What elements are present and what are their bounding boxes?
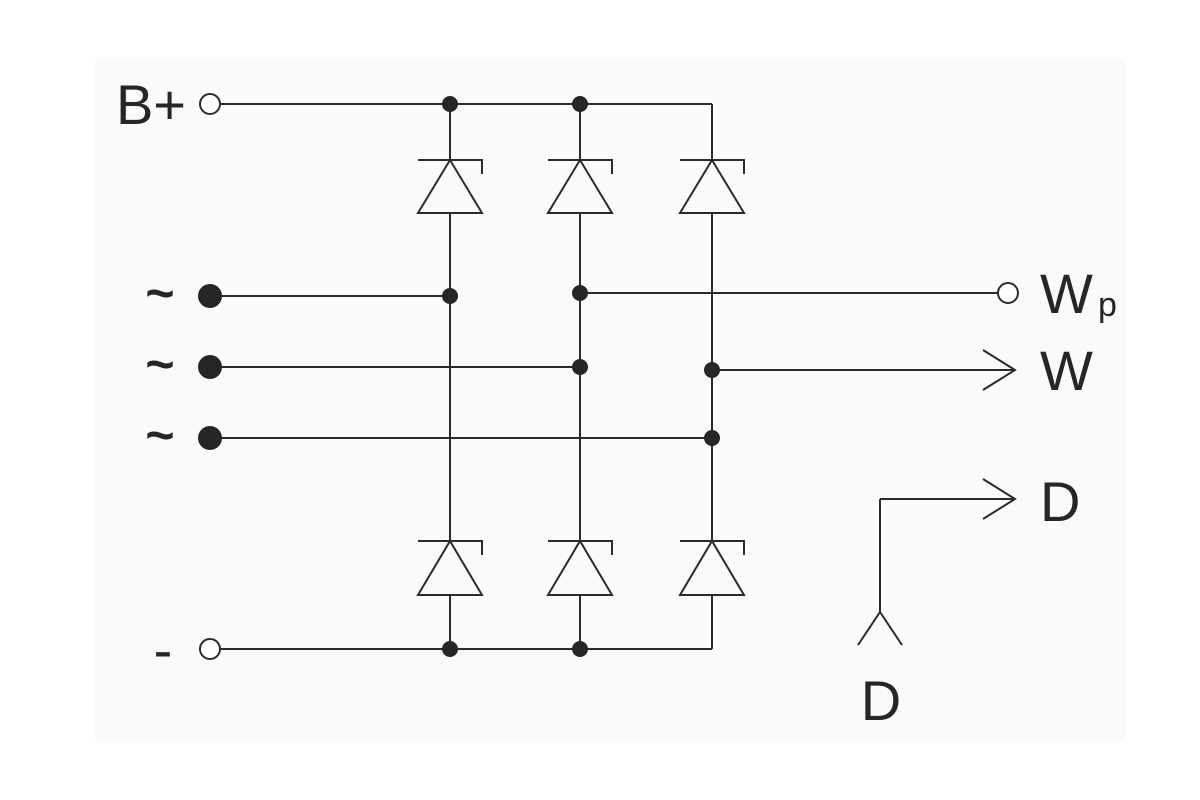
diode-upper-1 — [416, 158, 484, 214]
w-output-line — [712, 349, 1017, 391]
junction-dot — [442, 288, 458, 304]
minus-label: - — [154, 618, 173, 681]
ac-terminal-1-icon — [198, 284, 222, 308]
d-output-label: D — [1040, 470, 1080, 533]
junction-dot — [572, 96, 588, 112]
diagram-background — [95, 60, 1125, 740]
junction-dot — [572, 641, 588, 657]
ac-label-2: ~ — [145, 336, 174, 392]
ac-terminal-2-icon — [198, 355, 222, 379]
junction-dot — [572, 359, 588, 375]
w-arrow-icon — [982, 349, 1017, 391]
diode-lower-1 — [416, 539, 484, 596]
b-plus-terminal-icon — [199, 93, 221, 115]
negative-rail — [220, 595, 713, 650]
d-input-label: D — [861, 669, 901, 732]
ac-terminal-3-icon — [198, 426, 222, 450]
b-plus-label: B+ — [116, 73, 186, 136]
wp-label: W — [1040, 262, 1093, 325]
d-signal-line — [857, 478, 1017, 646]
positive-rail — [220, 103, 713, 160]
diode-upper-2 — [546, 158, 614, 214]
diode-lower-3 — [678, 539, 746, 596]
wp-label-subscript: p — [1098, 286, 1117, 324]
w-label: W — [1040, 339, 1093, 402]
junction-dot — [572, 285, 588, 301]
ac-label-1: ~ — [145, 265, 174, 321]
minus-terminal-icon — [199, 638, 221, 660]
junction-dots — [442, 96, 720, 657]
ac-label-3: ~ — [145, 407, 174, 463]
junction-dot — [442, 96, 458, 112]
d-input-fork-icon — [857, 610, 903, 646]
wp-terminal-icon — [997, 282, 1019, 304]
junction-dot — [704, 430, 720, 446]
diode-lower-2 — [546, 539, 614, 596]
junction-dot — [442, 641, 458, 657]
d-arrow-icon — [982, 478, 1017, 520]
junction-dot — [704, 362, 720, 378]
diode-upper-3 — [678, 158, 746, 214]
